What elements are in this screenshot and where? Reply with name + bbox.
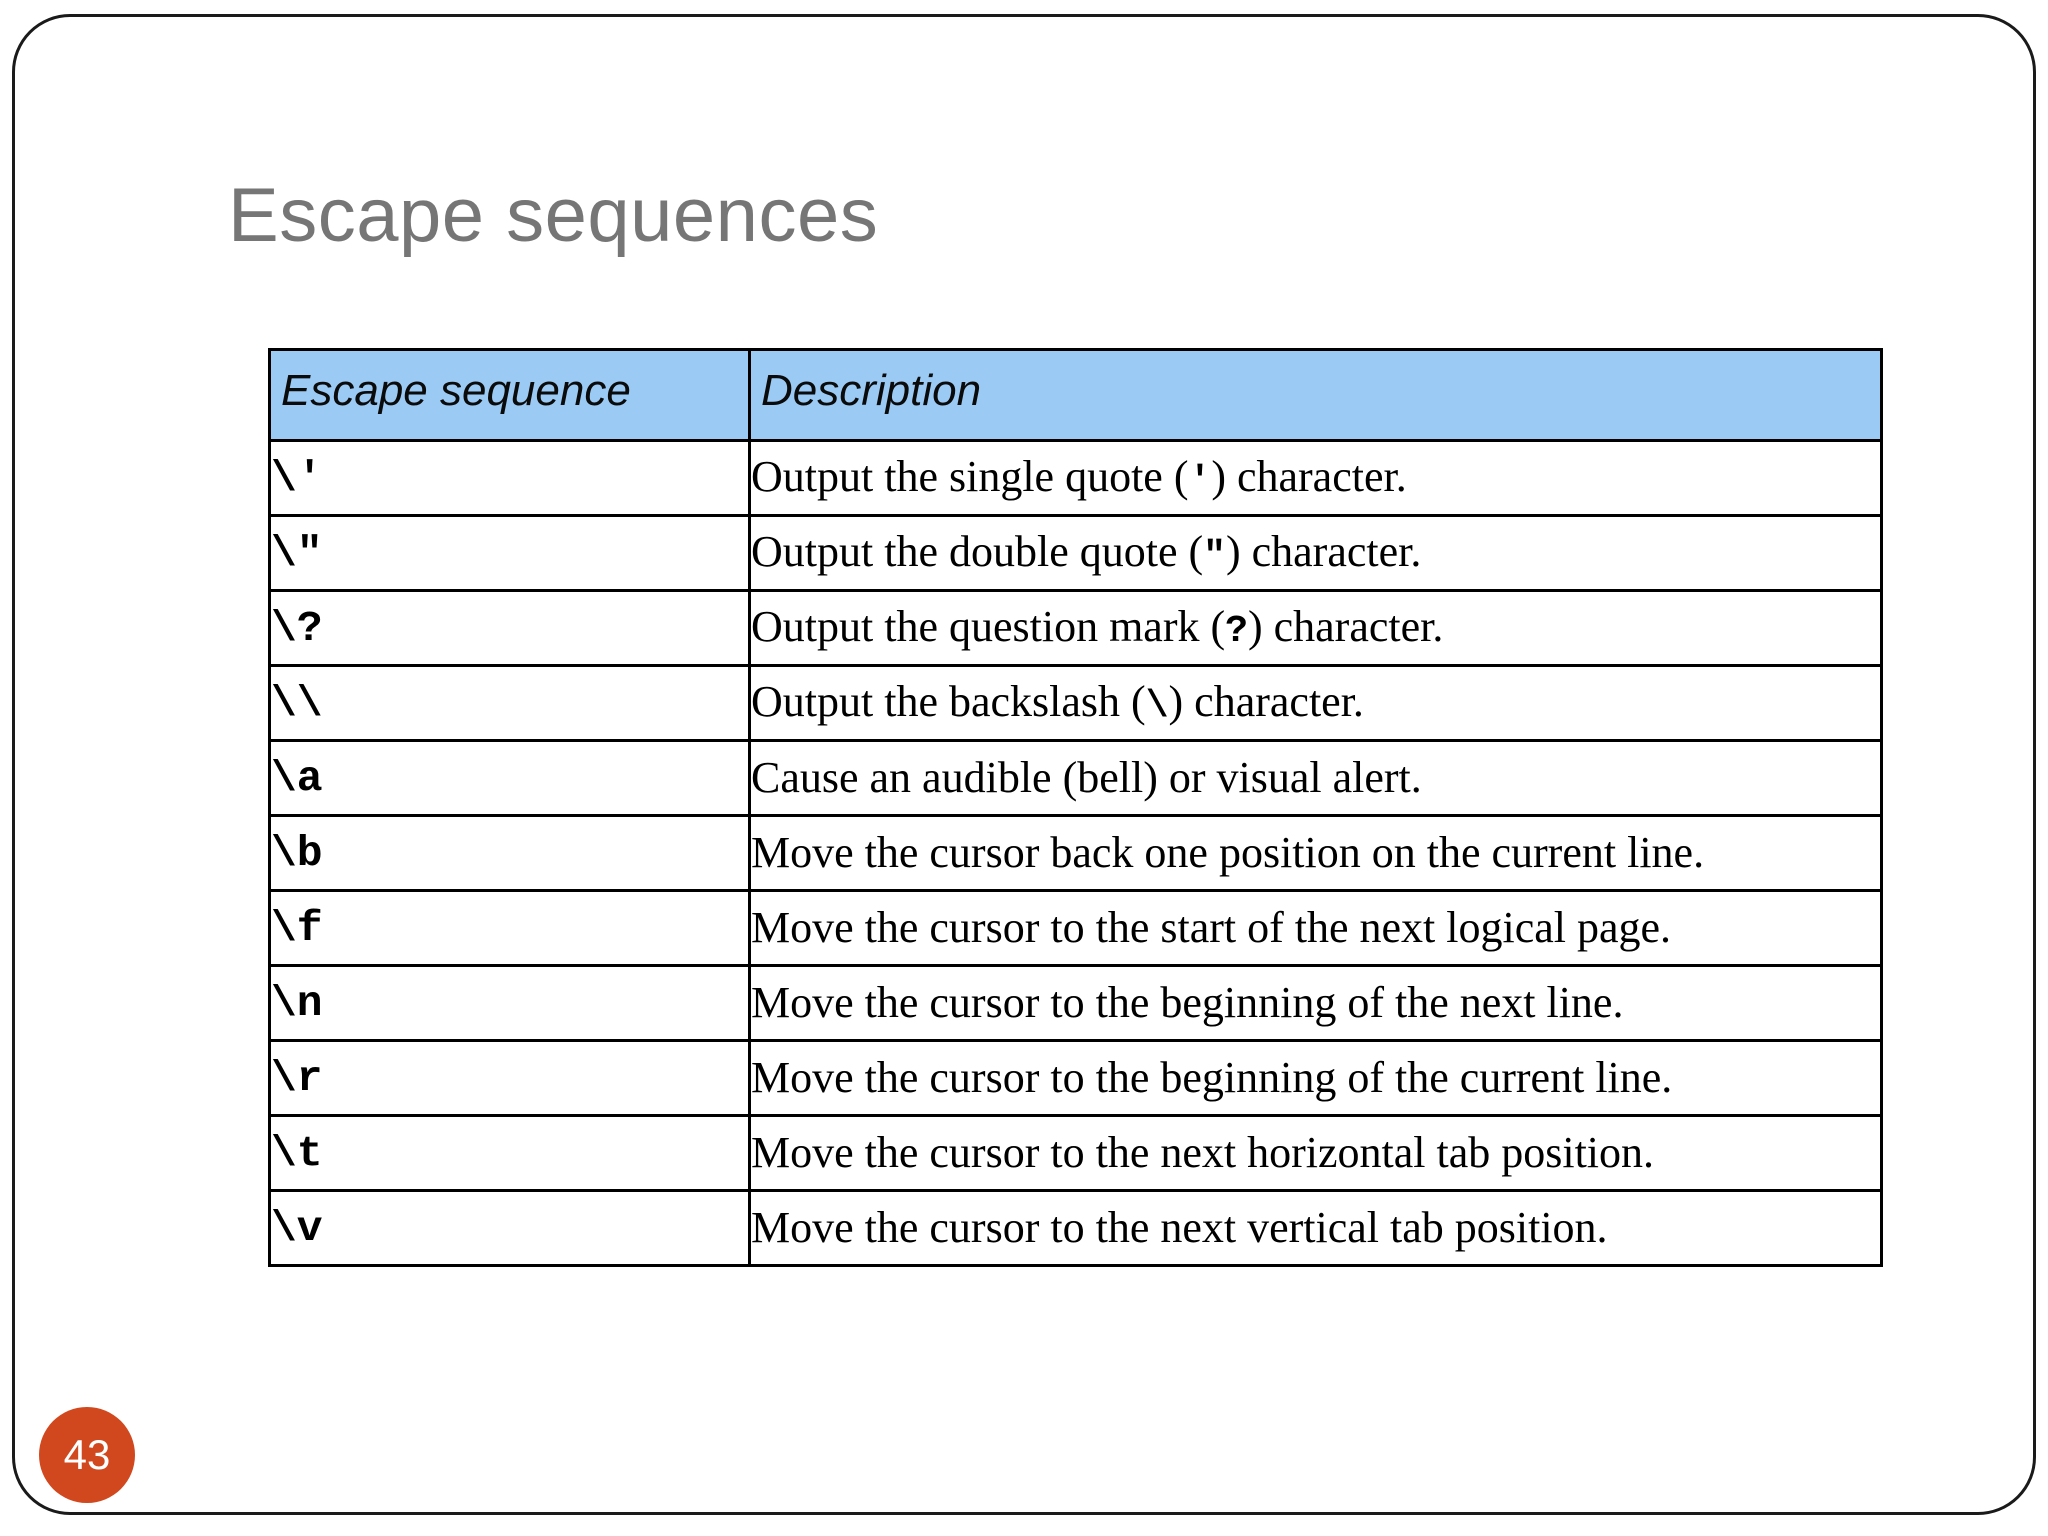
table-body: \'Output the single quote (') character.… [268, 439, 1883, 1267]
table-row: \\Output the backslash (\) character. [268, 664, 1883, 742]
description-literal-character: ' [1188, 460, 1212, 503]
description-text-pre: Cause an audible (bell) or visual alert. [751, 753, 1422, 802]
description-cell: Output the backslash (\) character. [748, 664, 1883, 742]
description-cell: Output the question mark (?) character. [748, 589, 1883, 667]
column-header-description-label: Description [761, 366, 982, 415]
description-text-post: ) character. [1225, 527, 1422, 576]
escape-sequence-cell: \b [268, 814, 751, 892]
column-header-escape-sequence-label: Escape sequence [281, 366, 631, 415]
description-text-pre: Output the question mark ( [751, 602, 1226, 651]
description-cell: Move the cursor to the next horizontal t… [748, 1114, 1883, 1192]
table-row: \"Output the double quote (") character. [268, 514, 1883, 592]
description-text-pre: Move the cursor to the start of the next… [751, 903, 1672, 952]
table-row: \'Output the single quote (') character. [268, 439, 1883, 517]
description-text-pre: Output the single quote ( [751, 452, 1189, 501]
description-text-pre: Move the cursor to the next horizontal t… [751, 1128, 1655, 1177]
description-cell: Cause an audible (bell) or visual alert. [748, 739, 1883, 817]
description-text-pre: Output the backslash ( [751, 677, 1146, 726]
table-header-row: Escape sequence Description [268, 348, 1883, 442]
escape-sequences-table: Escape sequence Description \'Output the… [268, 348, 1883, 1267]
page-number-label: 43 [63, 1431, 111, 1478]
escape-sequence-cell: \' [268, 439, 751, 517]
description-literal-character: ? [1225, 610, 1248, 653]
description-text-pre: Output the double quote ( [751, 527, 1204, 576]
description-text-post: ) character. [1211, 452, 1407, 501]
escape-sequence-cell: \v [268, 1189, 751, 1267]
table-header: Escape sequence Description [268, 348, 1883, 442]
description-cell: Move the cursor back one position on the… [748, 814, 1883, 892]
description-text-post: ) character. [1247, 602, 1444, 651]
escape-sequence-cell: \f [268, 889, 751, 967]
description-cell: Move the cursor to the beginning of the … [748, 1039, 1883, 1117]
escape-sequences-table-container: Escape sequence Description \'Output the… [268, 348, 1883, 1267]
description-literal-character: " [1203, 535, 1226, 578]
table-row: \?Output the question mark (?) character… [268, 589, 1883, 667]
page-number-badge: 43 [39, 1407, 135, 1503]
escape-sequence-cell: \a [268, 739, 751, 817]
column-header-description: Description [748, 348, 1883, 442]
description-cell: Output the double quote (") character. [748, 514, 1883, 592]
escape-sequence-cell: \" [268, 514, 751, 592]
description-text-pre: Move the cursor to the beginning of the … [751, 1053, 1673, 1102]
description-literal-character: \ [1145, 685, 1169, 728]
description-cell: Move the cursor to the next vertical tab… [748, 1189, 1883, 1267]
column-header-escape-sequence: Escape sequence [268, 348, 751, 442]
description-text-pre: Move the cursor back one position on the… [751, 828, 1705, 877]
escape-sequence-cell: \t [268, 1114, 751, 1192]
escape-sequence-cell: \n [268, 964, 751, 1042]
description-text-pre: Move the cursor to the beginning of the … [751, 978, 1624, 1027]
description-cell: Output the single quote (') character. [748, 439, 1883, 517]
escape-sequence-cell: \? [268, 589, 751, 667]
escape-sequence-cell: \r [268, 1039, 751, 1117]
description-cell: Move the cursor to the beginning of the … [748, 964, 1883, 1042]
description-text-post: ) character. [1168, 677, 1364, 726]
page-title: Escape sequences [228, 173, 879, 258]
description-cell: Move the cursor to the start of the next… [748, 889, 1883, 967]
escape-sequence-cell: \\ [268, 664, 751, 742]
description-text-pre: Move the cursor to the next vertical tab… [751, 1203, 1608, 1252]
